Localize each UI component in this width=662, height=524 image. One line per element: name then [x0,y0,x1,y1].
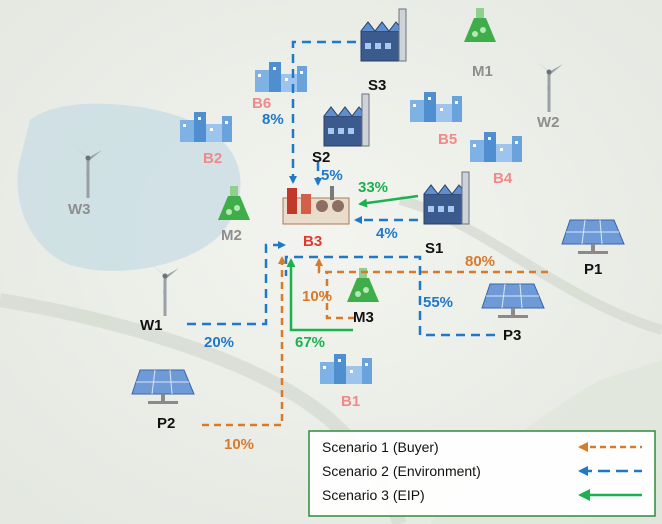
legend-arrow-eip [578,489,590,501]
percent-s2-b3: 5% [321,167,343,184]
percent-s3-b3: 8% [262,111,284,128]
environment-flows [187,40,495,337]
node-label-p2: P2 [157,415,175,432]
percent-w1-b3: 20% [204,334,234,351]
node-label-s3: S3 [368,77,386,94]
eip-flows [286,194,419,332]
flow-p2-to-b3 [202,256,286,427]
legend-box [308,430,656,517]
percent-m3-b3-buyer: 10% [302,288,332,305]
flow-w1-to-b3 [187,241,286,326]
node-label-w2: W2 [537,114,560,131]
legend-arrow-environment [578,466,588,476]
node-label-m2: M2 [221,227,242,244]
legend-label-scenario1: Scenario 1 (Buyer) [322,439,439,455]
percent-p1-b3: 80% [465,253,495,270]
node-label-w1: W1 [140,317,163,334]
flow-m3-to-b3-eip [286,258,353,332]
node-label-s1: S1 [425,240,443,257]
node-label-m3: M3 [353,309,374,326]
percent-m3-b3-eip: 67% [295,334,325,351]
node-label-p3: P3 [503,327,521,344]
percent-s1-b3-eip: 33% [358,179,388,196]
industrial-plant-icon-b3 [282,186,350,225]
legend-label-scenario2: Scenario 2 (Environment) [322,463,481,479]
node-label-p1: P1 [584,261,602,278]
percent-s1-b3-env: 4% [376,225,398,242]
node-label-m1: M1 [472,63,493,80]
flow-m3-to-b3 [325,272,355,320]
flow-p3-to-b3 [284,255,495,337]
node-label-s2: S2 [312,149,330,166]
lake [17,103,241,271]
percent-p3-b3: 55% [423,294,453,311]
node-label-b5: B5 [438,131,457,148]
flow-p1-to-b3 [315,258,548,274]
percent-p2-b3: 10% [224,436,254,453]
buyer-flows [202,256,548,427]
legend: Scenario 1 (Buyer) Scenario 2 (Environme… [308,430,656,517]
node-label-b6: B6 [252,95,271,112]
flow-s1-to-b3-eip [358,194,419,208]
node-label-b2: B2 [203,150,222,167]
node-label-w3: W3 [68,201,91,218]
node-label-b1: B1 [341,393,360,410]
flow-s3-to-b3 [289,40,356,184]
legend-arrow-buyer [578,442,588,452]
node-label-b3: B3 [303,233,322,250]
legend-label-scenario3: Scenario 3 (EIP) [322,487,425,503]
node-label-b4: B4 [493,170,513,187]
